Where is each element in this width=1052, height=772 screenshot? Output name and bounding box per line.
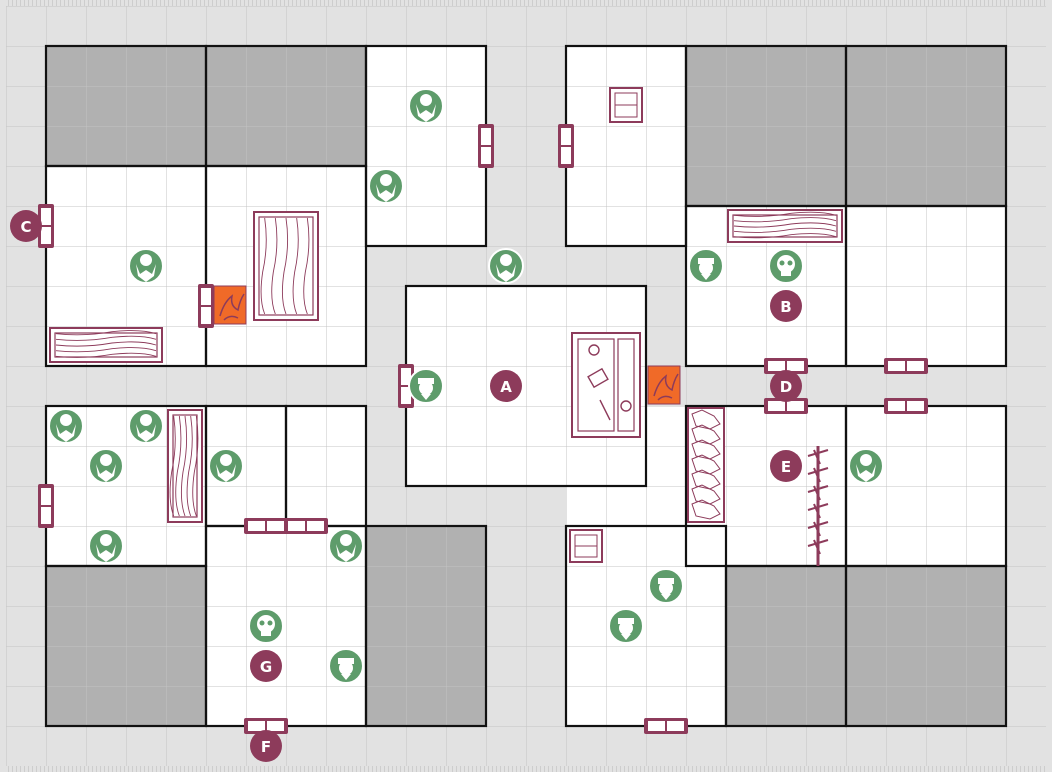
door-icon[interactable] [884, 358, 928, 374]
goblin-icon[interactable] [608, 608, 644, 644]
fire-hazard-tile [213, 285, 247, 325]
orc-icon[interactable] [488, 248, 524, 284]
orc-icon[interactable] [328, 528, 364, 564]
goblin-icon[interactable] [408, 368, 444, 404]
goblin-icon[interactable] [648, 568, 684, 604]
room-wall [844, 564, 1008, 728]
door-icon[interactable] [38, 204, 54, 248]
room-marker-label: C [20, 218, 31, 236]
weapon-rack [807, 446, 829, 566]
grid-overlay [6, 6, 1046, 766]
orc-icon[interactable] [408, 88, 444, 124]
goblin-icon[interactable] [328, 648, 364, 684]
fire-hazard-tile [647, 365, 681, 405]
door-icon[interactable] [764, 358, 808, 374]
orc-icon[interactable] [128, 408, 164, 444]
rubble-pile [687, 407, 725, 523]
room-wall [204, 164, 368, 368]
board-edge-bottom [6, 766, 1046, 772]
orc-icon[interactable] [128, 248, 164, 284]
room-marker-b[interactable]: B [770, 290, 802, 322]
room-walls [44, 44, 1008, 728]
wooden-bench [167, 409, 203, 523]
door-icon[interactable] [478, 124, 494, 168]
room-marker-label: G [260, 658, 272, 676]
alchemy-desk [571, 332, 641, 438]
board-edge-top [6, 0, 1046, 6]
room-marker-c[interactable]: C [10, 210, 42, 242]
door-icon[interactable] [764, 398, 808, 414]
orc-icon[interactable] [208, 448, 244, 484]
door-icon[interactable] [38, 484, 54, 528]
door-icon[interactable] [244, 718, 288, 734]
wooden-table [253, 211, 319, 321]
marker-layer: A B C D E F G [10, 210, 802, 762]
door-icon[interactable] [244, 518, 288, 534]
door-icon[interactable] [198, 284, 214, 328]
room-wall [364, 524, 488, 728]
room-marker-g[interactable]: G [250, 650, 282, 682]
room-marker-label: A [500, 378, 512, 396]
orc-icon[interactable] [48, 408, 84, 444]
door-icon[interactable] [284, 518, 328, 534]
door-icon[interactable] [884, 398, 928, 414]
orc-icon[interactable] [88, 448, 124, 484]
wooden-bench [49, 327, 163, 363]
door-layer [38, 124, 928, 734]
room-marker-e[interactable]: E [770, 450, 802, 482]
skull-icon[interactable] [248, 608, 284, 644]
orc-icon[interactable] [368, 168, 404, 204]
token-layer [48, 88, 884, 684]
treasure-chest [569, 529, 603, 563]
goblin-icon[interactable] [688, 248, 724, 284]
room-marker-f[interactable]: F [250, 730, 282, 762]
skull-icon[interactable] [768, 248, 804, 284]
furniture-layer [49, 87, 843, 566]
room-marker-label: F [261, 738, 271, 756]
treasure-chest [609, 87, 643, 123]
door-icon[interactable] [644, 718, 688, 734]
room-marker-d[interactable]: D [770, 370, 802, 402]
room-wall [44, 564, 208, 728]
room-marker-label: E [781, 458, 791, 476]
room-marker-a[interactable]: A [490, 370, 522, 402]
orc-icon[interactable] [848, 448, 884, 484]
room-marker-label: D [780, 378, 792, 396]
wooden-bench [727, 209, 843, 243]
orc-icon[interactable] [88, 528, 124, 564]
room-marker-label: B [780, 298, 791, 316]
door-icon[interactable] [558, 124, 574, 168]
